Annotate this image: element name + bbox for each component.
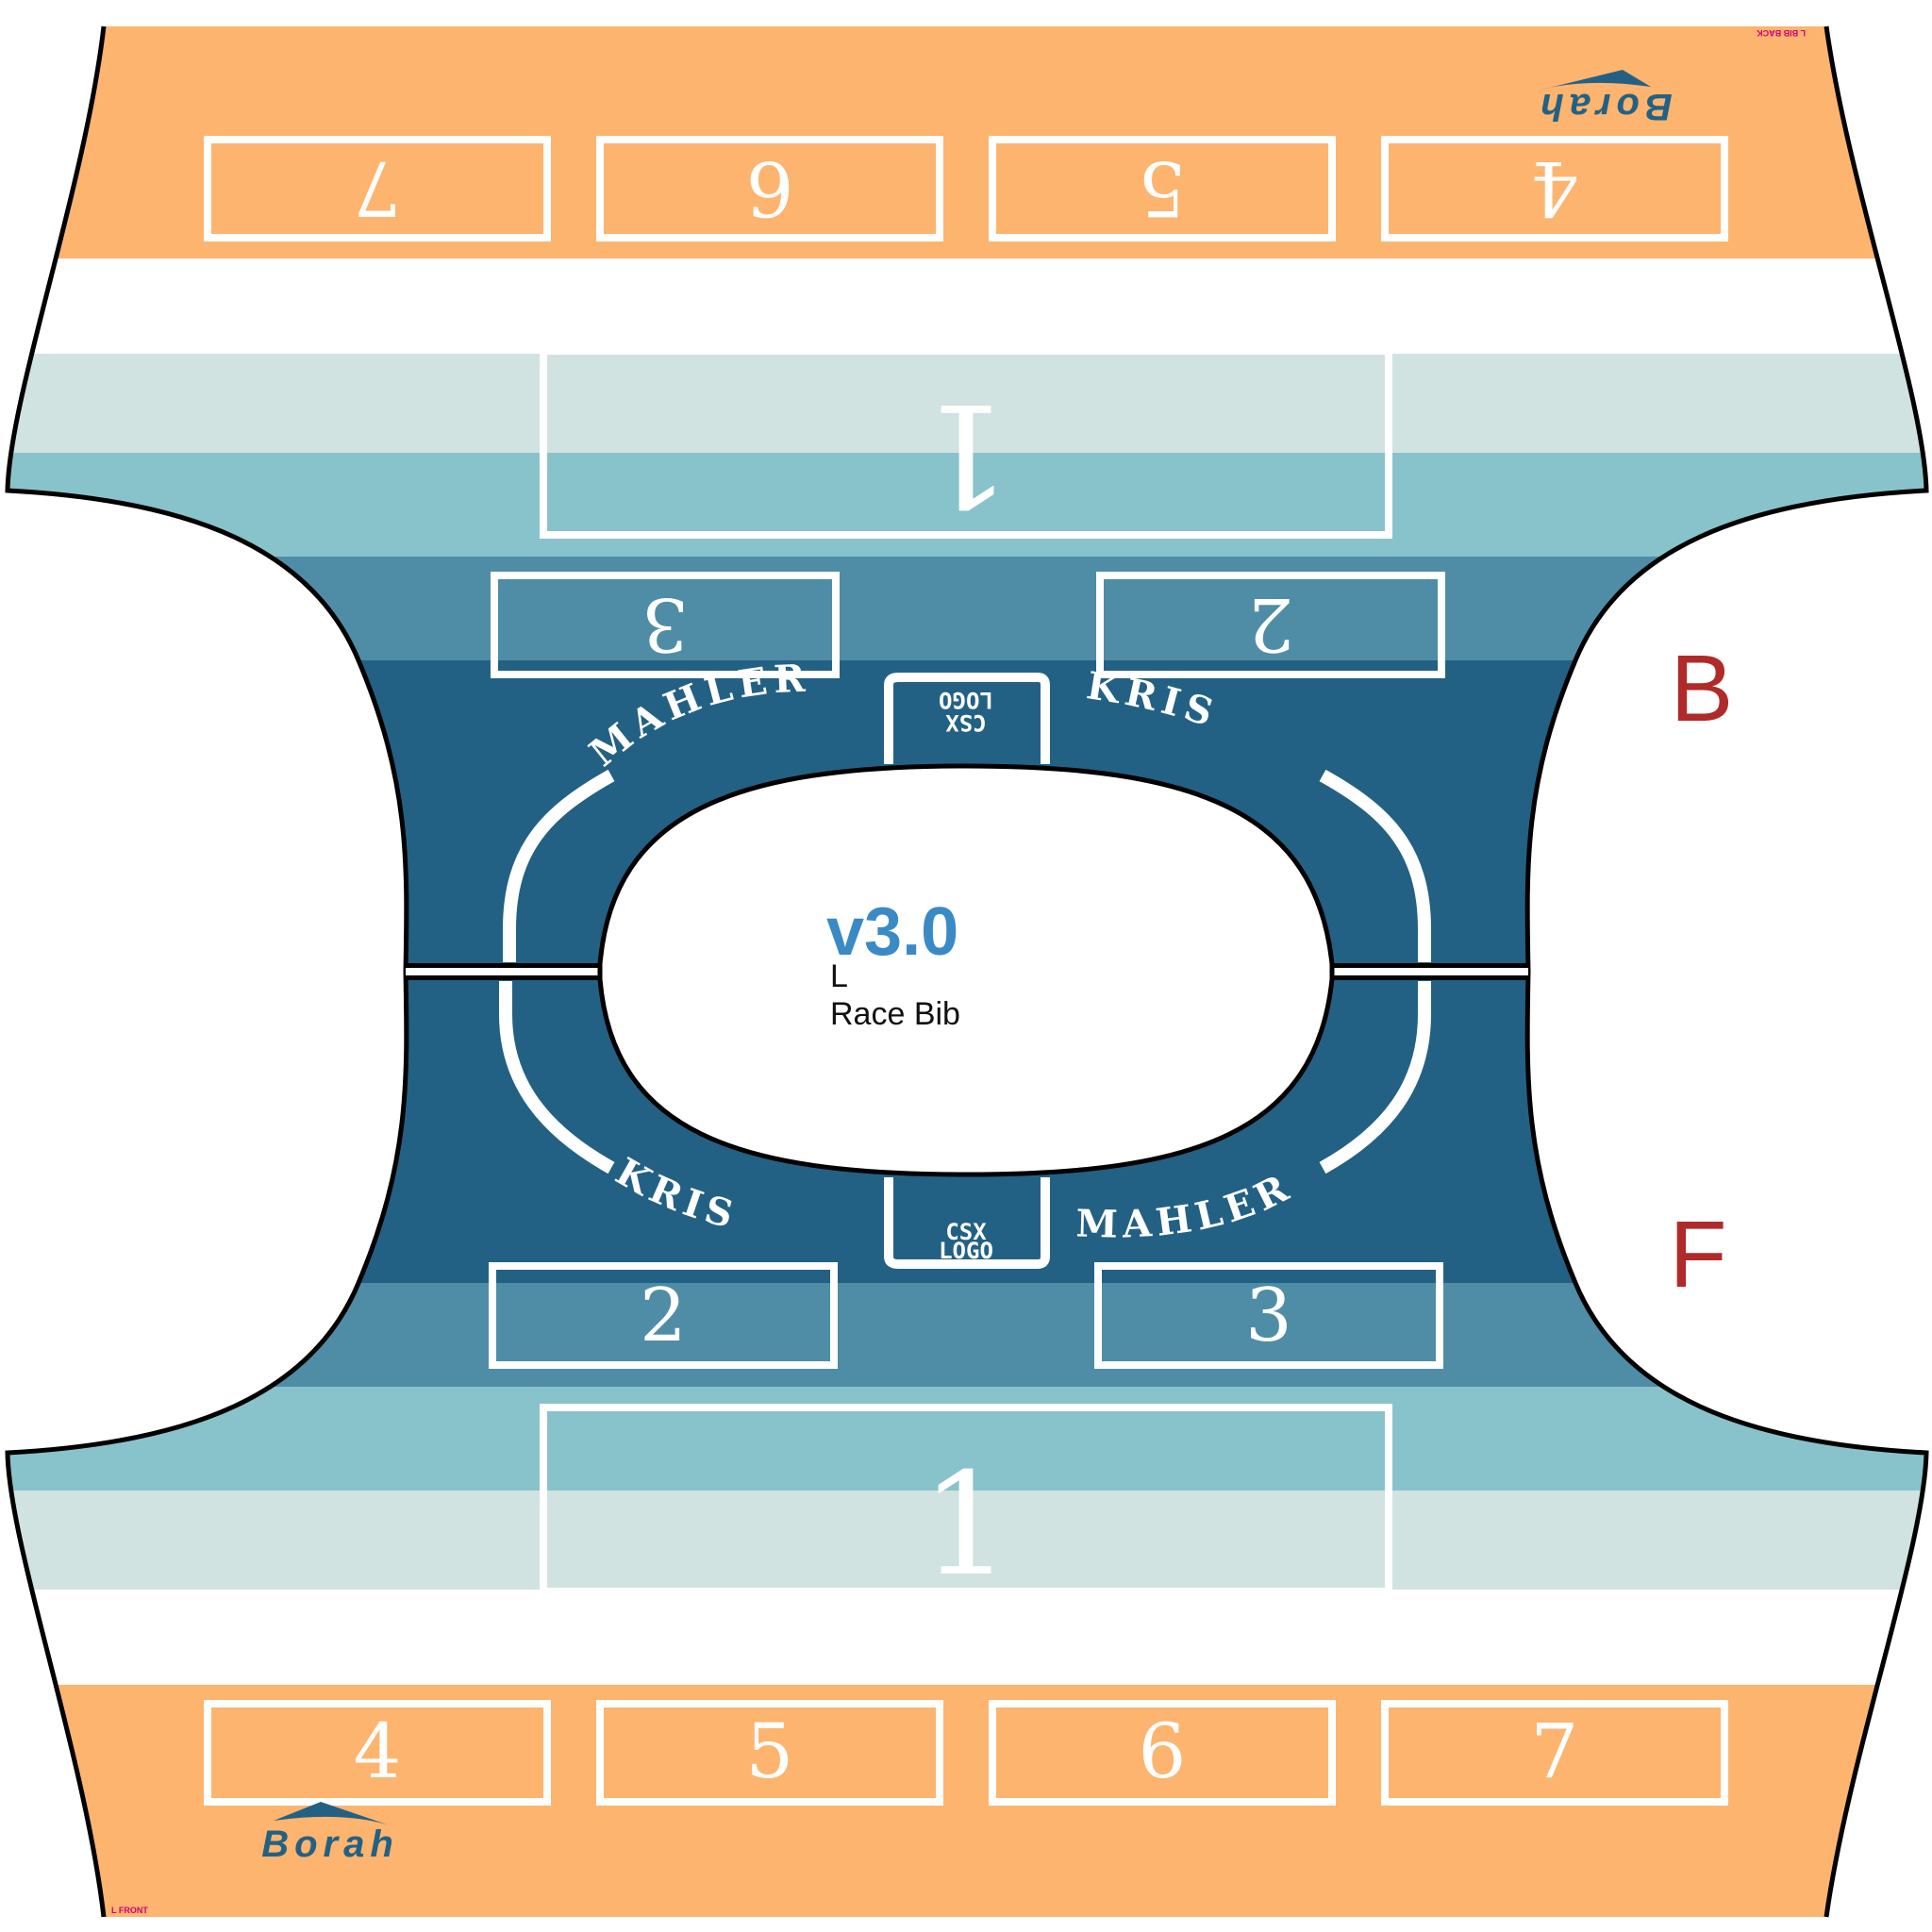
back-panel-7 xyxy=(204,136,551,242)
front-panel-6 xyxy=(989,1700,1336,1806)
back-brand-logo: Borah xyxy=(1535,70,1673,127)
back-panel-3-number: 3 xyxy=(641,581,689,666)
neck-cutout xyxy=(597,763,1335,1177)
description-label: Race Bib xyxy=(830,996,960,1032)
version-label: v3.0 xyxy=(826,894,958,970)
back-panel-2 xyxy=(1096,572,1445,678)
front-brand-swoosh-icon xyxy=(274,1802,387,1824)
back-logo-line2: LOGO xyxy=(939,687,993,713)
back-panel-4-number: 4 xyxy=(1531,144,1579,232)
size-label: L xyxy=(830,958,848,994)
band-back-orange xyxy=(8,26,1926,258)
band-back-white xyxy=(8,258,1926,354)
guide-arc-back-right xyxy=(1319,769,1431,962)
back-brand-text: Borah xyxy=(1535,86,1673,127)
front-panel-5 xyxy=(596,1700,943,1806)
front-logo-line2: LOGO xyxy=(939,1238,993,1264)
back-logo-line1: CSX xyxy=(945,709,987,736)
back-side-marker: B xyxy=(1671,636,1734,741)
band-back-light xyxy=(8,453,1926,557)
back-panel-6 xyxy=(596,136,943,242)
front-logo-line1: CSX xyxy=(945,1219,987,1245)
band-front-white xyxy=(8,1590,1926,1685)
front-panel-5-number: 5 xyxy=(746,1707,794,1795)
back-panel-5-number: 5 xyxy=(1139,144,1187,232)
front-side-marker: F xyxy=(1669,1202,1726,1307)
front-panel-3-number: 3 xyxy=(1245,1274,1292,1358)
back-panel-1-number: 1 xyxy=(921,372,1010,536)
band-front-orange xyxy=(8,1685,1926,1917)
front-label: L FRONT xyxy=(111,1906,148,1915)
back-panel-1 xyxy=(540,347,1392,539)
front-logo-slot xyxy=(884,1177,1050,1269)
front-panel-1 xyxy=(540,1404,1392,1595)
guide-arc-back-left xyxy=(503,769,615,962)
back-label: L BIB BACK xyxy=(1757,28,1806,38)
back-brand-swoosh-icon xyxy=(1538,70,1651,91)
back-panel-7-number: 7 xyxy=(354,144,402,232)
back-panel-6-number: 6 xyxy=(746,144,794,232)
front-panel-1-number: 1 xyxy=(921,1443,1010,1607)
front-panel-3 xyxy=(1094,1262,1443,1369)
front-panel-4-number: 4 xyxy=(354,1707,402,1795)
back-panel-5 xyxy=(989,136,1336,242)
front-panel-6-number: 6 xyxy=(1139,1707,1187,1795)
guide-arc-front-left xyxy=(499,981,615,1174)
back-panel-4 xyxy=(1381,136,1728,242)
front-panel-2 xyxy=(489,1262,838,1369)
back-logo-slot xyxy=(884,673,1050,764)
front-panel-2-number: 2 xyxy=(640,1274,687,1358)
front-brand-text: Borah xyxy=(261,1824,399,1865)
front-panel-7-number: 7 xyxy=(1531,1707,1579,1795)
front-panel-4 xyxy=(204,1700,551,1806)
front-panel-7 xyxy=(1381,1700,1728,1806)
band-front-pale xyxy=(8,1491,1926,1590)
front-brand-logo: Borah xyxy=(261,1802,399,1865)
back-panel-2-number: 2 xyxy=(1247,581,1294,666)
back-panel-3 xyxy=(491,572,840,678)
band-back-pale xyxy=(8,354,1926,453)
guide-arc-front-right xyxy=(1319,981,1431,1174)
